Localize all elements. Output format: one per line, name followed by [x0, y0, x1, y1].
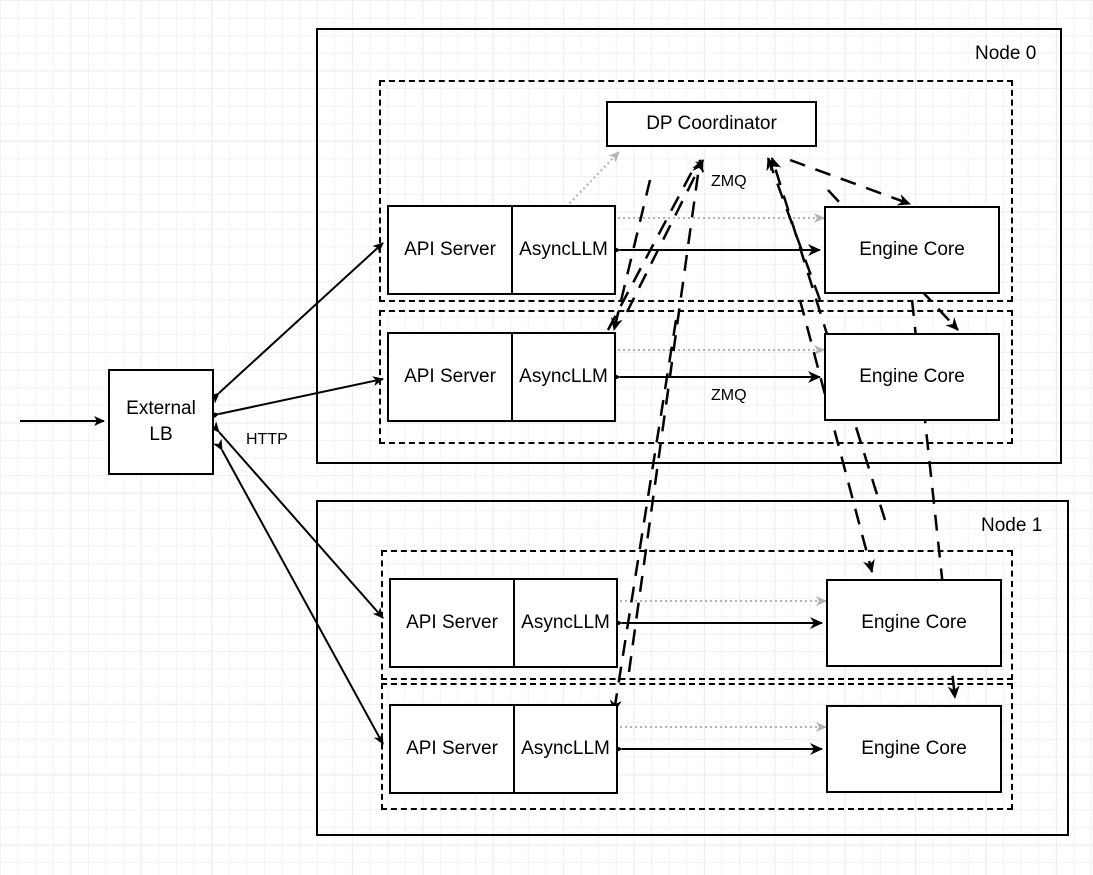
- asyncllm-label[interactable]: AsyncLLM: [521, 738, 610, 759]
- node-0-label: Node 0: [975, 43, 1037, 64]
- node0-group-1-api-unit[interactable]: API Server AsyncLLM: [387, 332, 616, 422]
- coordinator-zmq-label: ZMQ: [711, 173, 747, 190]
- external-lb-box[interactable]: External LB: [108, 369, 214, 475]
- node-0-container: [316, 28, 1062, 464]
- asyncllm-label[interactable]: AsyncLLM: [519, 239, 608, 260]
- api-server-label[interactable]: API Server: [389, 334, 513, 420]
- dp-coordinator-box[interactable]: DP Coordinator: [606, 101, 817, 147]
- asyncllm-label[interactable]: AsyncLLM: [521, 612, 610, 633]
- node0-group-0-api-unit[interactable]: API Server AsyncLLM: [387, 205, 616, 295]
- node-1-container: [316, 500, 1069, 836]
- node1-group-0-engine-core[interactable]: Engine Core: [826, 579, 1002, 667]
- node1-group-1-container: [381, 683, 1013, 810]
- node0-group-1-container: [379, 310, 1013, 444]
- node0-group-0-container: [379, 80, 1013, 302]
- node1-group-0-container: [381, 550, 1013, 680]
- asyncllm-label[interactable]: AsyncLLM: [519, 366, 608, 387]
- node-1-label: Node 1: [981, 515, 1043, 536]
- external-lb-label-line1: External: [126, 398, 196, 420]
- api-server-label[interactable]: API Server: [391, 580, 515, 666]
- node1-group-1-engine-core[interactable]: Engine Core: [826, 705, 1002, 793]
- http-label: HTTP: [246, 431, 288, 448]
- node0-group-1-engine-core[interactable]: Engine Core: [824, 333, 1000, 421]
- external-lb-label-line2: LB: [149, 424, 173, 445]
- node1-group-0-api-unit[interactable]: API Server AsyncLLM: [389, 578, 618, 668]
- node0-group-1-zmq-label: ZMQ: [711, 387, 747, 404]
- api-server-label[interactable]: API Server: [391, 706, 515, 792]
- node1-group-1-api-unit[interactable]: API Server AsyncLLM: [389, 704, 618, 794]
- api-server-label[interactable]: API Server: [389, 207, 513, 293]
- node0-group-0-engine-core[interactable]: Engine Core: [824, 206, 1000, 294]
